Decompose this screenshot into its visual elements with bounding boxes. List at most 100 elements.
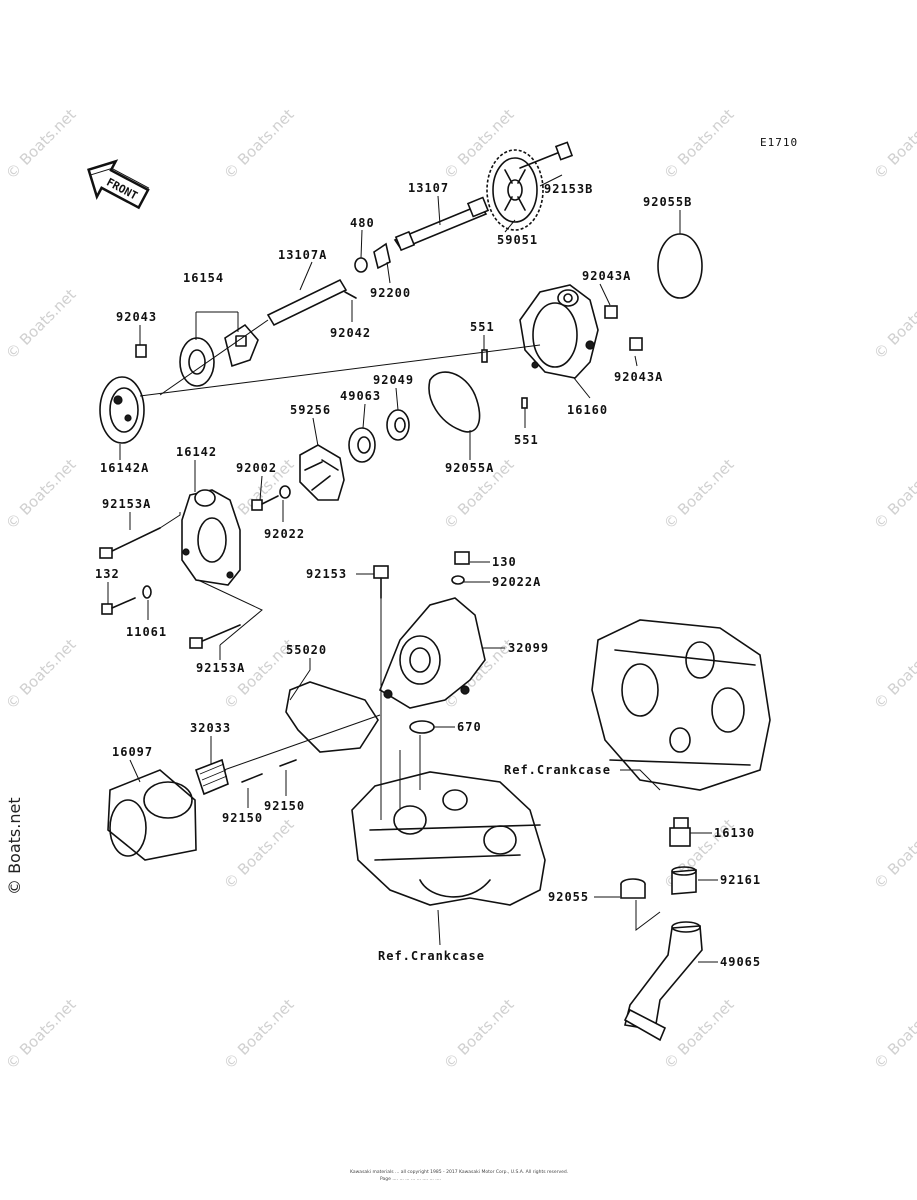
strainer-49065 — [623, 921, 703, 1042]
watermark: © Boats.net — [870, 455, 917, 533]
pin-92043A-bot — [629, 337, 643, 351]
label-92150-a[interactable]: 92150 — [222, 811, 263, 825]
watermark: © Boats.net — [870, 105, 917, 183]
watermark: © Boats.net — [870, 995, 917, 1073]
bearing-49063 — [348, 427, 376, 463]
label-92042[interactable]: 92042 — [330, 326, 371, 340]
watermark: © Boats.net — [440, 995, 518, 1073]
relief-valve-16130 — [669, 817, 691, 847]
label-132[interactable]: 132 — [95, 567, 120, 581]
figure-code: E1710 — [760, 136, 798, 149]
watermark-group: © Boats.net © Boats.net © Boats.net © Bo… — [2, 105, 917, 1073]
collar-92161 — [671, 866, 697, 895]
leader-lines — [107, 174, 718, 963]
bolt-92153 — [373, 565, 389, 599]
label-59051[interactable]: 59051 — [497, 233, 538, 247]
label-16097[interactable]: 16097 — [112, 745, 153, 759]
pin-551-bot — [521, 397, 528, 409]
label-55020[interactable]: 55020 — [286, 643, 327, 657]
watermark: © Boats.net — [2, 635, 80, 713]
label-16142A[interactable]: 16142A — [100, 461, 149, 475]
watermark: © Boats.net — [660, 995, 738, 1073]
bolt-92150-a — [241, 773, 263, 783]
bolt-92153B — [519, 141, 574, 169]
label-551-bot[interactable]: 551 — [514, 433, 539, 447]
label-92049[interactable]: 92049 — [373, 373, 414, 387]
label-11061[interactable]: 11061 — [126, 625, 167, 639]
bolt-92153A-top — [99, 527, 161, 559]
label-92055[interactable]: 92055 — [548, 890, 589, 904]
label-92200[interactable]: 92200 — [370, 286, 411, 300]
label-16142[interactable]: 16142 — [176, 445, 217, 459]
label-551-top[interactable]: 551 — [470, 320, 495, 334]
label-16130[interactable]: 16130 — [714, 826, 755, 840]
watermark: © Boats.net — [2, 105, 80, 183]
shaft-13107 — [393, 196, 490, 252]
bolt-132-shank — [111, 597, 136, 609]
pipe-32033 — [194, 758, 229, 796]
clip-480 — [354, 257, 368, 273]
shaft-13107A — [266, 278, 348, 327]
seal-92055 — [620, 878, 646, 899]
label-92043A-bot[interactable]: 92043A — [614, 370, 663, 384]
label-130[interactable]: 130 — [492, 555, 517, 569]
label-92055A[interactable]: 92055A — [445, 461, 494, 475]
label-92161[interactable]: 92161 — [720, 873, 761, 887]
label-13107[interactable]: 13107 — [408, 181, 449, 195]
rotor-16154 — [179, 323, 259, 387]
bolt-92153A-bottom — [189, 624, 241, 649]
plug-130 — [451, 551, 470, 585]
filter-holder-32099 — [379, 597, 486, 709]
label-92153B[interactable]: 92153B — [544, 182, 593, 196]
label-92043A-top[interactable]: 92043A — [582, 269, 631, 283]
label-13107A[interactable]: 13107A — [278, 248, 327, 262]
housing-16142A — [99, 376, 145, 444]
washer-11061 — [142, 585, 152, 599]
label-92153A-bottom[interactable]: 92153A — [196, 661, 245, 675]
label-16154[interactable]: 16154 — [183, 271, 224, 285]
impeller-59256 — [299, 444, 345, 501]
label-49065[interactable]: 49065 — [720, 955, 761, 969]
shield-55020 — [285, 681, 379, 753]
gasket-92055A — [428, 371, 481, 433]
pin-92043 — [135, 344, 147, 358]
pin-92043A-top — [604, 305, 618, 319]
label-32033[interactable]: 32033 — [190, 721, 231, 735]
label-ref-crankcase-right[interactable]: Ref.Crankcase — [504, 763, 611, 777]
watermark: © Boats.net — [220, 995, 298, 1073]
oil-filter-16097 — [107, 769, 197, 861]
label-670[interactable]: 670 — [457, 720, 482, 734]
cover-16142 — [181, 489, 241, 586]
cover-16160 — [519, 284, 599, 379]
crankcase-right — [591, 619, 771, 791]
bolt-132 — [101, 603, 113, 615]
label-480[interactable]: 480 — [350, 216, 375, 230]
watermark: © Boats.net — [660, 455, 738, 533]
label-92055B[interactable]: 92055B — [643, 195, 692, 209]
copyright-line-2: Page .... ... ... ... ... .... ... .... — [380, 1176, 441, 1182]
label-92043[interactable]: 92043 — [116, 310, 157, 324]
watermark: © Boats.net — [2, 995, 80, 1073]
label-92022A[interactable]: 92022A — [492, 575, 541, 589]
label-92150-b[interactable]: 92150 — [264, 799, 305, 813]
label-92153[interactable]: 92153 — [306, 567, 347, 581]
label-92002[interactable]: 92002 — [236, 461, 277, 475]
watermark: © Boats.net — [870, 635, 917, 713]
watermark: © Boats.net — [660, 105, 738, 183]
seal-92049 — [386, 409, 410, 441]
watermark: © Boats.net — [2, 455, 80, 533]
label-49063[interactable]: 49063 — [340, 389, 381, 403]
washer-92022 — [279, 485, 291, 499]
label-92022[interactable]: 92022 — [264, 527, 305, 541]
watermark: © Boats.net — [220, 815, 298, 893]
label-59256[interactable]: 59256 — [290, 403, 331, 417]
sprocket-59051 — [486, 149, 544, 231]
label-ref-crankcase-bottom[interactable]: Ref.Crankcase — [378, 949, 485, 963]
label-32099[interactable]: 32099 — [508, 641, 549, 655]
watermark-side: © Boats.net — [5, 797, 24, 895]
label-16160[interactable]: 16160 — [567, 403, 608, 417]
bolt-92150-b — [279, 759, 297, 767]
o-ring-670 — [409, 720, 435, 734]
label-92153A-top[interactable]: 92153A — [102, 497, 151, 511]
